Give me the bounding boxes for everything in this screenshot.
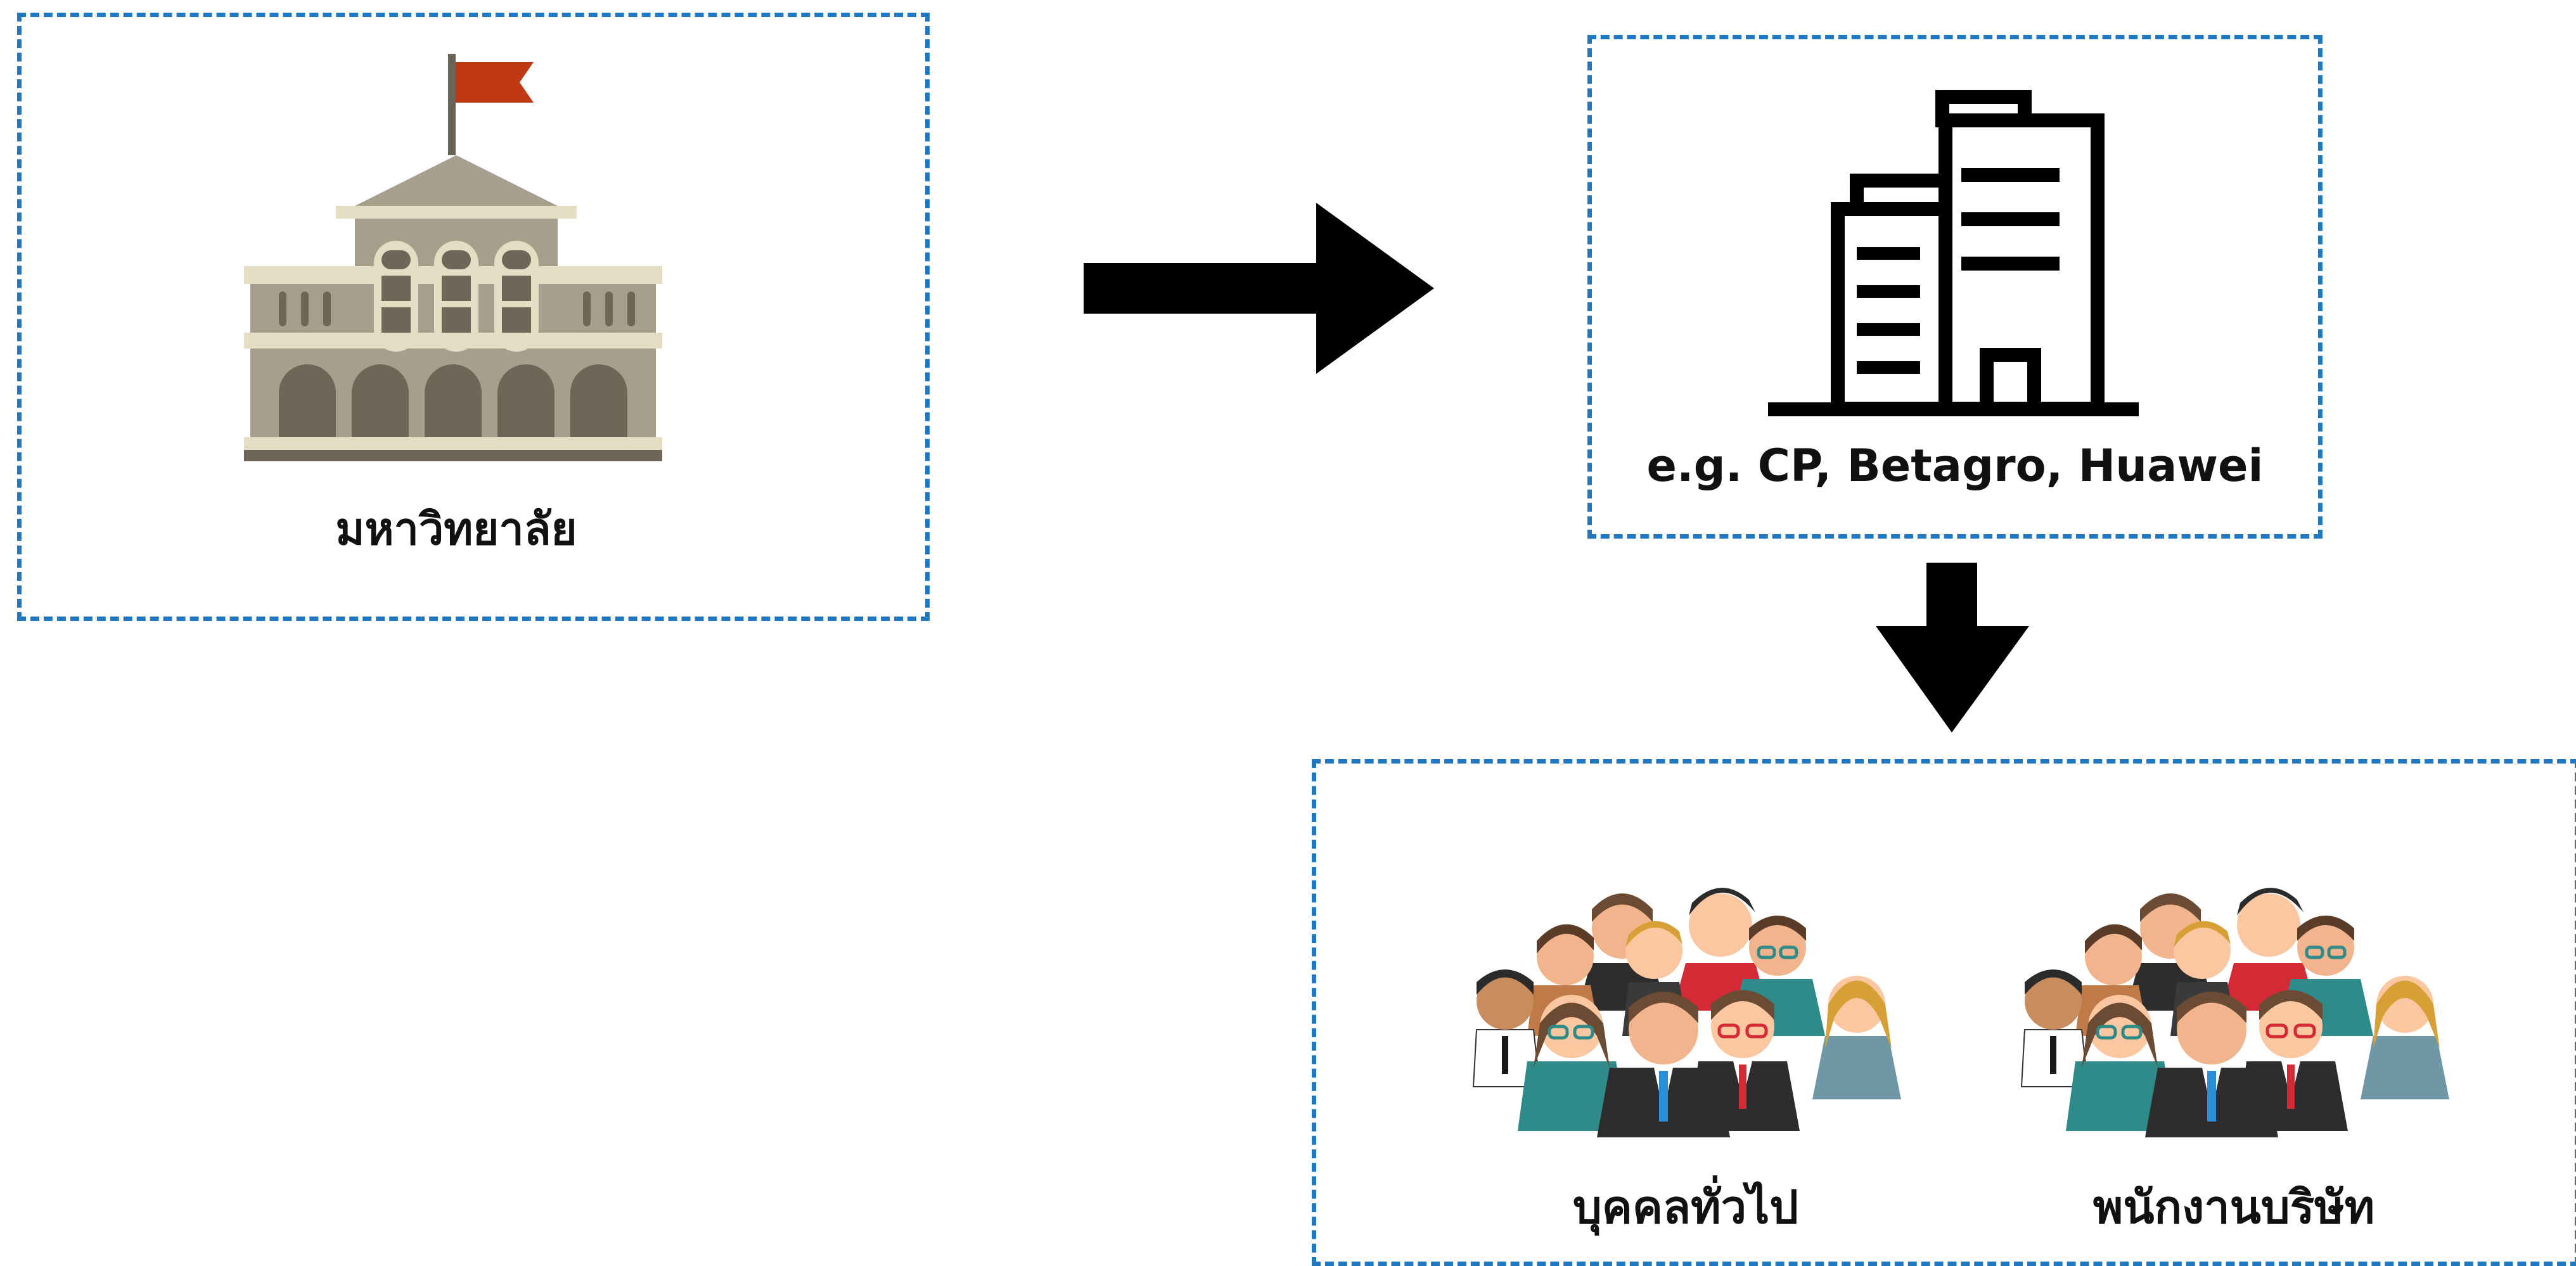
office-building-icon — [1768, 90, 2139, 416]
company-label: e.g. CP, Betagro, Huawei — [1646, 440, 2264, 492]
university-box — [17, 13, 930, 621]
university-label: มหาวิทยาลัย — [335, 503, 577, 555]
arrow-right-icon — [1084, 203, 1434, 374]
people-group-icon — [2020, 888, 2449, 1137]
audience-label-general-public: บุคคลทั่วไป — [1573, 1180, 1798, 1234]
people-group-icon — [1472, 888, 1901, 1137]
audience-label-company-employees: พนักงานบริษัท — [2092, 1180, 2375, 1234]
university-building-icon — [244, 54, 662, 461]
arrow-down-icon — [1876, 563, 2029, 732]
company-box — [1587, 35, 2323, 539]
